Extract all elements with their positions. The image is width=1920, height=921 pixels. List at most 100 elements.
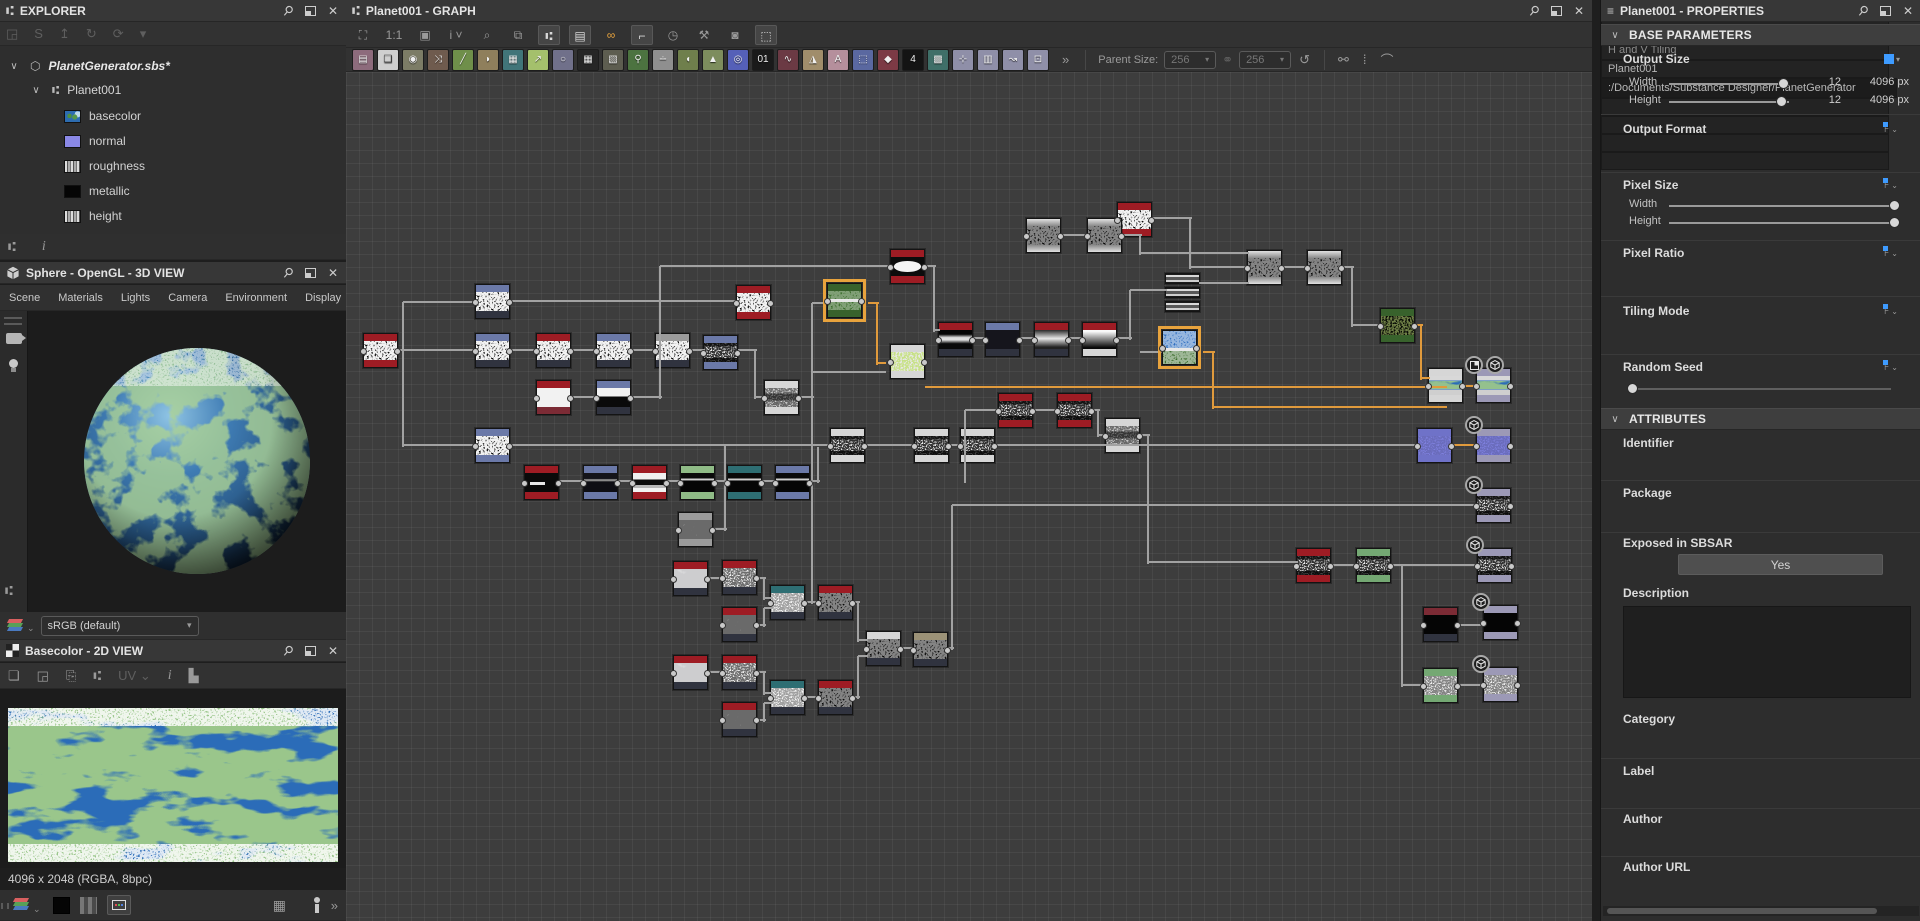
graph-node[interactable] (475, 428, 510, 463)
save-image-icon[interactable]: ◲ (37, 668, 49, 684)
tree-icon[interactable]: ⑆ (8, 239, 16, 254)
output-3d-badge[interactable] (1465, 476, 1483, 494)
tree-icon[interactable]: ⑆ (5, 583, 13, 598)
section-attributes[interactable]: ∨ ATTRIBUTES (1601, 408, 1920, 430)
link-graph-icon[interactable]: ⑆ (93, 668, 101, 683)
graph-node[interactable] (775, 465, 810, 500)
output-height-knob[interactable] (1776, 96, 1787, 107)
graph-node[interactable] (680, 465, 715, 500)
overflow-icon[interactable]: » (331, 898, 338, 913)
menu-camera[interactable]: Camera (159, 292, 216, 304)
output-height-slider[interactable] (1669, 101, 1789, 103)
pixel-height-knob[interactable] (1889, 217, 1900, 228)
float-icon[interactable] (305, 268, 316, 278)
float-icon[interactable] (305, 646, 316, 656)
graph-node[interactable] (475, 333, 510, 368)
background-swatch[interactable] (53, 897, 70, 914)
graph-node[interactable] (475, 284, 510, 319)
value-01-node-button[interactable]: 01 (752, 49, 774, 71)
graph-node[interactable] (722, 702, 757, 737)
graph-node[interactable] (678, 512, 713, 547)
dot-node-button[interactable]: ∸ (652, 49, 674, 71)
graph-node[interactable] (938, 322, 973, 357)
half-node-button[interactable]: ◖ (677, 49, 699, 71)
output-width-knob[interactable] (1778, 78, 1789, 89)
author-url-field[interactable] (1601, 152, 1889, 170)
screenshot-icon[interactable]: ▣ (414, 25, 436, 45)
graph-node[interactable] (632, 465, 667, 500)
directional-warp-node-button[interactable]: ↗ (527, 49, 549, 71)
tree-item-output-metallic[interactable]: metallic (0, 179, 337, 203)
graph-node[interactable] (764, 380, 799, 415)
graph-node[interactable] (1165, 301, 1200, 312)
gradient-fx-node-button[interactable]: ▥ (977, 49, 999, 71)
tree-item-output-basecolor[interactable]: basecolor (0, 104, 337, 128)
graph-node[interactable] (1483, 605, 1518, 640)
pixel-height-slider[interactable] (1669, 222, 1894, 224)
parent-width-select[interactable]: 256▾ (1164, 51, 1216, 69)
menu-scene[interactable]: Scene (0, 292, 49, 304)
info-icon[interactable]: i ˅ (445, 25, 467, 45)
color-management-icon[interactable] (8, 619, 26, 633)
graph-node[interactable] (1165, 273, 1200, 284)
output-2d-badge[interactable] (1465, 356, 1483, 374)
graph-node[interactable] (1423, 607, 1458, 642)
graph-view-icon[interactable]: ⑆ (538, 25, 560, 45)
graph-node[interactable] (1034, 322, 1069, 357)
warp-node-button[interactable]: ▦ (502, 49, 524, 71)
output-3d-badge[interactable] (1466, 536, 1484, 554)
shape-node-button[interactable]: ○ (552, 49, 574, 71)
pixel-width-knob[interactable] (1889, 200, 1900, 211)
graph-node[interactable] (536, 333, 571, 368)
inherit-tree-icon[interactable]: ⊦⌄ (1884, 246, 1910, 260)
graph-node[interactable] (1476, 368, 1511, 403)
mirror-node-button[interactable]: ◮ (802, 49, 824, 71)
connector-icon[interactable]: ⚯ (1338, 52, 1349, 68)
chevron-down-icon[interactable]: ∨ (30, 85, 42, 96)
substance-link-icon[interactable]: S (34, 26, 43, 41)
graph-node[interactable] (890, 249, 925, 284)
graph-node[interactable] (1026, 218, 1061, 253)
graph-node[interactable] (998, 393, 1033, 428)
graph-node[interactable] (1105, 418, 1140, 453)
graph-node[interactable] (914, 428, 949, 463)
grid-icon[interactable]: ▦ (273, 897, 286, 914)
link-selection-icon[interactable]: ⧉ (507, 25, 529, 45)
pin-icon[interactable]: ⚲ (278, 641, 298, 661)
fit-view-icon[interactable]: ⛶ (352, 25, 374, 45)
search-icon[interactable]: ⌕ (476, 25, 498, 45)
graph-node[interactable] (1082, 322, 1117, 357)
graph-node[interactable] (1477, 548, 1512, 583)
graph-node[interactable] (1476, 428, 1511, 463)
pin-icon[interactable]: ⚲ (1853, 1, 1873, 21)
graph-node[interactable] (596, 380, 631, 415)
pin-icon[interactable]: ⚲ (1524, 1, 1544, 21)
graph-node[interactable] (1057, 393, 1092, 428)
view3d-viewport[interactable]: ⑆ (0, 311, 346, 612)
select-node-button[interactable]: ⬚ (852, 49, 874, 71)
graph-node[interactable] (985, 322, 1020, 357)
random-seed-slider[interactable] (1629, 388, 1891, 390)
directional-blur-node-button[interactable]: ◗ (477, 49, 499, 71)
connection-style-icon[interactable]: ⌐ (631, 25, 653, 45)
close-icon[interactable]: ✕ (1572, 4, 1586, 18)
drag-handle[interactable] (1, 903, 9, 909)
graph-node[interactable] (1476, 488, 1511, 523)
section-base-parameters[interactable]: ∨ BASE PARAMETERS (1601, 24, 1920, 46)
author-field[interactable] (1601, 134, 1889, 152)
connection-dots-icon[interactable]: ∞ (600, 25, 622, 45)
link-size-icon[interactable]: ⚭ (1222, 52, 1233, 68)
output-width-slider[interactable] (1669, 83, 1789, 85)
graph-node[interactable] (1417, 428, 1452, 463)
graph-node[interactable] (818, 585, 853, 620)
svg-node-button[interactable]: ❏ (377, 49, 399, 71)
tree-item-package[interactable]: ∨ ⬡ PlanetGenerator.sbs* (0, 54, 337, 78)
info-icon[interactable]: i (168, 668, 172, 684)
position-node-button[interactable]: ⚲ (627, 49, 649, 71)
paste-icon[interactable]: ⎘ (66, 668, 76, 684)
graph-node[interactable] (673, 655, 708, 690)
inherit-tree-icon[interactable]: ⊦⌄ (1884, 304, 1910, 318)
filter-preview-icon[interactable]: ◙ (724, 25, 746, 45)
horizontal-scrollbar[interactable] (1603, 906, 1919, 916)
curve-node-button[interactable]: ╱ (452, 49, 474, 71)
